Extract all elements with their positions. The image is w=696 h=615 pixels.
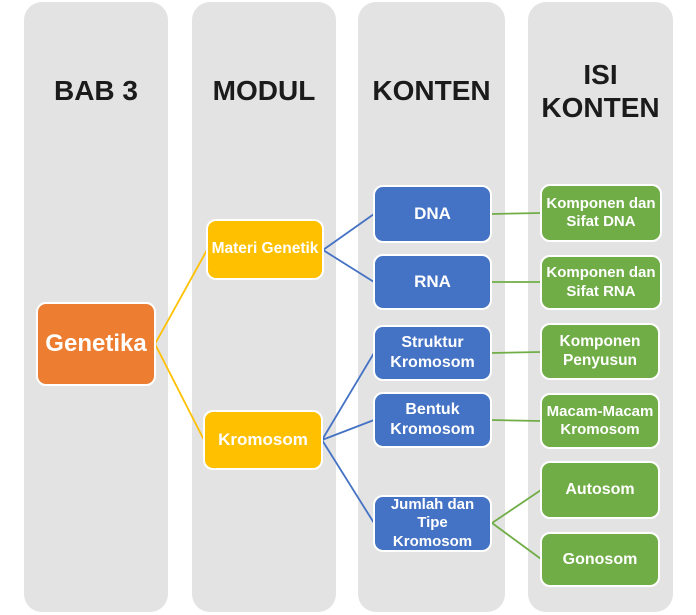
node-gonosom: Gonosom [540, 532, 660, 587]
node-komponen-sifat-rna-label: Komponen dan Sifat RNA [546, 264, 656, 300]
node-autosom-label: Autosom [565, 481, 635, 499]
node-kromosom-label: Kromosom [218, 429, 308, 449]
node-dna: DNA [373, 185, 492, 243]
node-rna-label: RNA [414, 271, 451, 291]
node-macam-macam-kromosom-label: Macam-Macam Kromosom [546, 402, 654, 438]
connector-genetika-materi-genetik [154, 249, 208, 345]
node-komponen-penyusun-label: Komponen Penyusun [559, 332, 641, 369]
node-jumlah-tipe-kromosom-label: Jumlah dan Tipe Kromosom [390, 496, 475, 550]
connector-bentuk-macam-macam [490, 419, 542, 422]
column-modul [192, 2, 336, 612]
column-header-modul: MODUL [212, 75, 316, 106]
node-komponen-sifat-rna: Komponen dan Sifat RNA [540, 255, 662, 310]
node-kromosom: Kromosom [203, 410, 323, 470]
node-materi-genetik-label: Materi Genetik [211, 240, 319, 258]
node-macam-macam-kromosom: Macam-Macam Kromosom [540, 393, 660, 449]
column-header-isi-konten: ISI KONTEN [541, 59, 660, 123]
connector-kromosom-struktur [321, 352, 375, 441]
node-gonosom-label: Gonosom [562, 550, 638, 568]
node-autosom: Autosom [540, 461, 660, 519]
connector-kromosom-jumlah [321, 439, 375, 524]
connector-materi-genetik-rna [322, 249, 375, 283]
node-jumlah-tipe-kromosom: Jumlah dan Tipe Kromosom [373, 495, 492, 552]
connector-kromosom-bentuk [321, 419, 375, 441]
connector-dna-komponen-sifat-dna [490, 212, 542, 215]
connector-jumlah-gonosom [491, 522, 542, 560]
node-struktur-kromosom: Struktur Kromosom [373, 325, 492, 381]
node-komponen-penyusun: Komponen Penyusun [540, 323, 660, 380]
node-rna: RNA [373, 254, 492, 310]
node-dna-label: DNA [414, 203, 451, 223]
node-materi-genetik: Materi Genetik [206, 219, 324, 280]
node-komponen-sifat-dna: Komponen dan Sifat DNA [540, 184, 662, 242]
connector-struktur-komponen-penyusun [490, 351, 542, 354]
node-genetika: Genetika [36, 302, 156, 386]
connector-materi-genetik-dna [322, 213, 375, 251]
node-struktur-kromosom-label: Struktur Kromosom [390, 334, 475, 371]
column-header-konten: KONTEN [372, 75, 491, 106]
node-bentuk-kromosom-label: Bentuk Kromosom [390, 401, 475, 438]
node-komponen-sifat-dna-label: Komponen dan Sifat DNA [546, 194, 656, 230]
connector-genetika-kromosom [154, 343, 205, 441]
node-genetika-label: Genetika [45, 330, 147, 358]
column-header-bab3: BAB 3 [53, 75, 138, 106]
connector-jumlah-autosom [491, 489, 542, 524]
node-bentuk-kromosom: Bentuk Kromosom [373, 392, 492, 448]
